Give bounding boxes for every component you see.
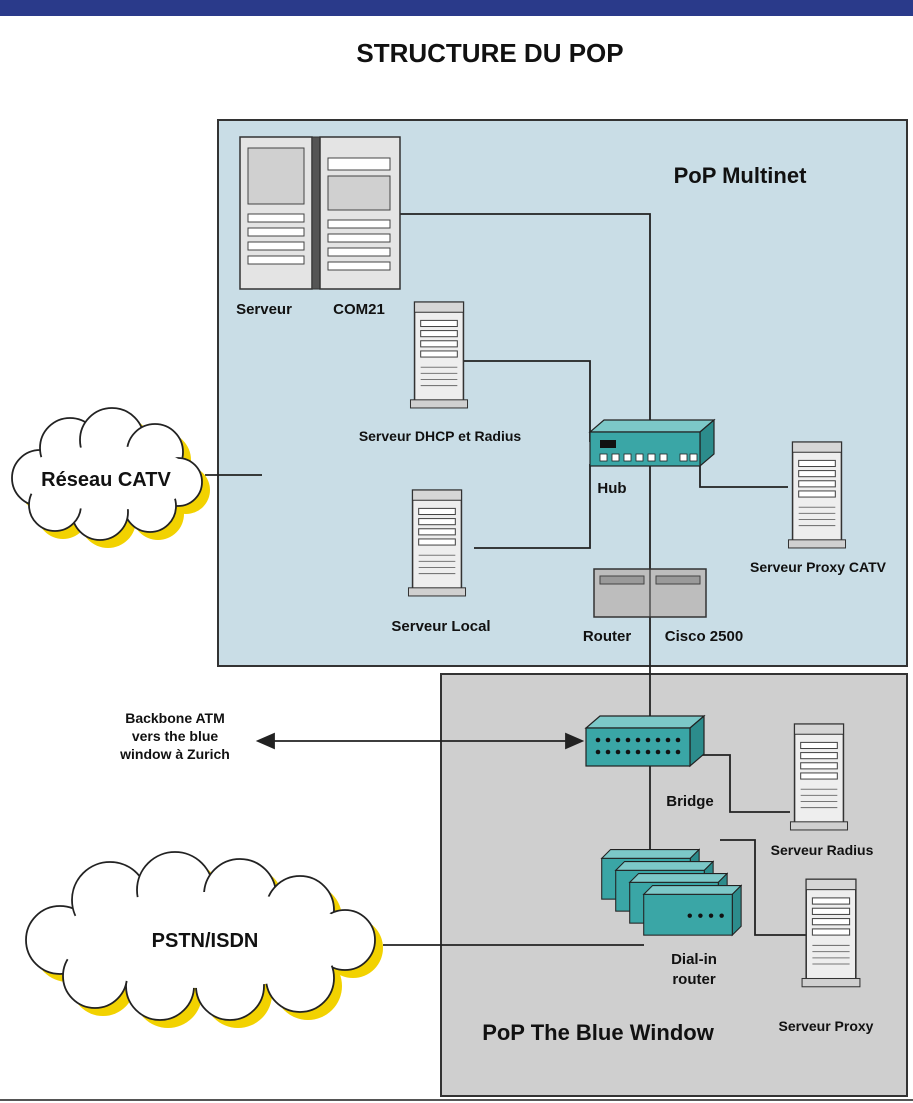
- dialin-router-icon-front: [643, 885, 742, 936]
- pstn-cloud-label: PSTN/ISDN: [152, 930, 259, 952]
- page-title: STRUCTURE DU POP: [356, 38, 623, 68]
- local-server-icon: [407, 489, 467, 597]
- bridge-label: Bridge: [666, 793, 714, 810]
- com21-label: COM21: [333, 301, 385, 318]
- pstn-cloud-icon: [25, 851, 383, 1028]
- bridge-icon: [584, 714, 706, 768]
- connection-lines: [205, 213, 810, 946]
- top-bar: [0, 0, 913, 16]
- router-label: Router: [583, 628, 631, 645]
- serveur-label: Serveur: [236, 301, 292, 318]
- hub-icon: [588, 418, 716, 468]
- radius-server-label: Serveur Radius: [771, 842, 874, 858]
- local-server-label: Serveur Local: [391, 618, 490, 635]
- com21-rack-icon: [239, 136, 401, 290]
- cisco-label: Cisco 2500: [665, 628, 743, 645]
- radius-server-icon: [789, 723, 849, 831]
- backbone-label-line3: window à Zurich: [119, 746, 230, 762]
- proxy-catv-server-icon: [787, 441, 847, 549]
- hub-label: Hub: [597, 480, 626, 497]
- backbone-label-line2: vers the blue: [132, 728, 219, 744]
- catv-cloud-icon: [11, 407, 210, 548]
- backbone-label-line1: Backbone ATM: [125, 710, 225, 726]
- router-icon: [593, 568, 707, 618]
- dhcp-server-label: Serveur DHCP et Radius: [359, 428, 522, 444]
- dialin-label-line1: Dial-in: [671, 951, 717, 968]
- multinet-zone-label: PoP Multinet: [674, 163, 807, 188]
- catv-cloud-label: Réseau CATV: [41, 469, 171, 491]
- dhcp-server-icon: [409, 301, 469, 409]
- proxy-catv-server-label: Serveur Proxy CATV: [750, 559, 887, 575]
- proxy-server-icon: [801, 878, 861, 988]
- bluewindow-zone-label: PoP The Blue Window: [482, 1020, 715, 1045]
- dialin-label-line2: router: [672, 971, 716, 988]
- proxy-server-label: Serveur Proxy: [779, 1018, 874, 1034]
